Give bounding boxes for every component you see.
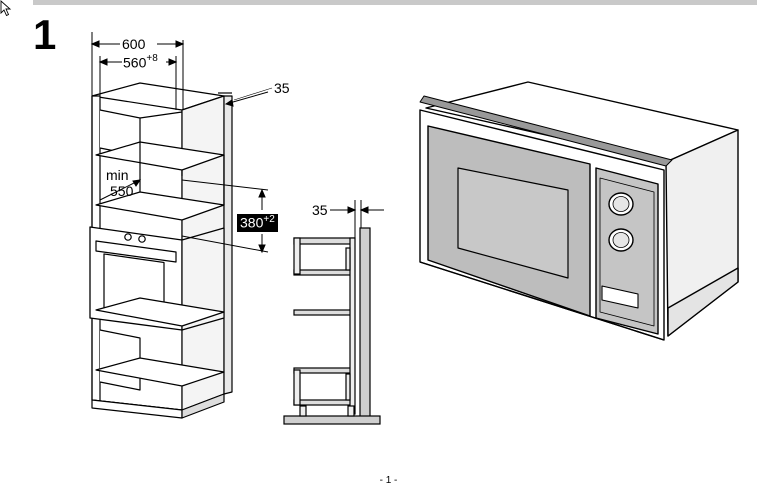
min-depth-label: 550 <box>110 183 134 199</box>
niche-height-label: 380+2 <box>237 214 278 233</box>
side-section-drawing <box>283 227 381 425</box>
cabinet-dimension-lines <box>90 32 273 254</box>
side-gap-dimension-lines <box>330 200 384 238</box>
niche-height-value: 380 <box>240 214 264 231</box>
top-divider-bar <box>33 0 757 5</box>
min-label: min <box>106 167 129 183</box>
figure-number: 1 <box>33 11 57 58</box>
inner-width-tolerance: +8 <box>146 53 158 64</box>
niche-height-tolerance: +2 <box>263 214 275 225</box>
tall-cabinet-drawing <box>89 82 233 419</box>
inner-width-label: 560+8 <box>123 53 158 71</box>
inner-width-value: 560 <box>123 54 147 71</box>
microwave-drawing <box>419 81 739 341</box>
mouse-pointer-icon <box>0 0 12 17</box>
side-gap-label: 35 <box>312 202 328 218</box>
back-gap-label: 35 <box>274 80 290 96</box>
outer-width-label: 600 <box>122 36 146 52</box>
page-number: - 1 - <box>379 475 398 486</box>
